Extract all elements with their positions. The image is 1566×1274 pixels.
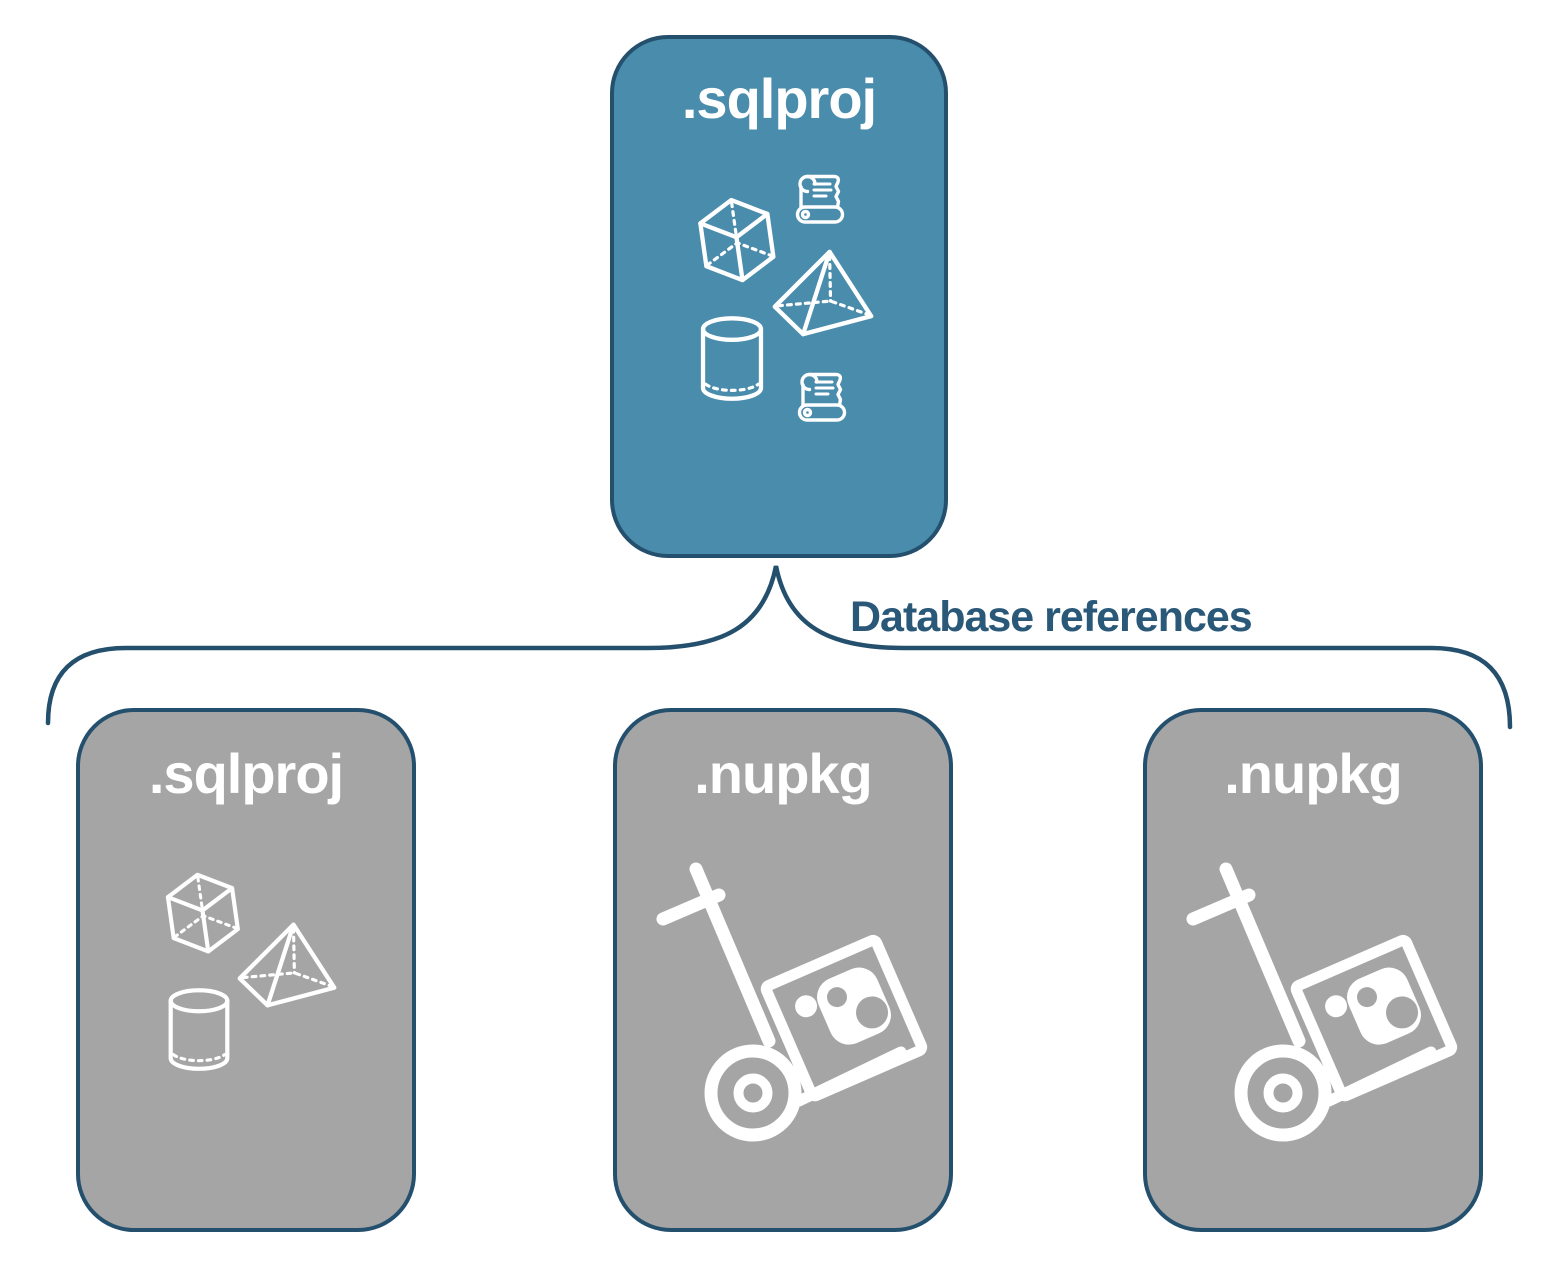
script-scroll-icon [795,174,845,224]
pyramid-icon [775,252,871,334]
node-child-nupkg-2: .nupkg [1143,708,1483,1232]
node-root-sqlproj: .sqlproj [610,35,948,558]
database-cylinder-icon [703,318,761,398]
child-node-label: .nupkg [1224,742,1403,805]
node-child-nupkg-1: .nupkg [613,708,953,1232]
child-node-label: .nupkg [694,742,873,805]
cube-icon [698,195,776,284]
root-node-label: .sqlproj [681,67,877,130]
connector-label: Database references [850,593,1253,641]
cube-icon [165,870,240,956]
child-node-label: .sqlproj [148,742,344,805]
node-child-sqlproj: .sqlproj [76,708,416,1232]
nuget-hand-truck-icon [663,869,923,1135]
nuget-hand-truck-icon [1193,869,1453,1135]
pyramid-icon [240,925,335,1006]
database-cylinder-icon [171,990,228,1069]
script-scroll-icon [797,372,847,422]
